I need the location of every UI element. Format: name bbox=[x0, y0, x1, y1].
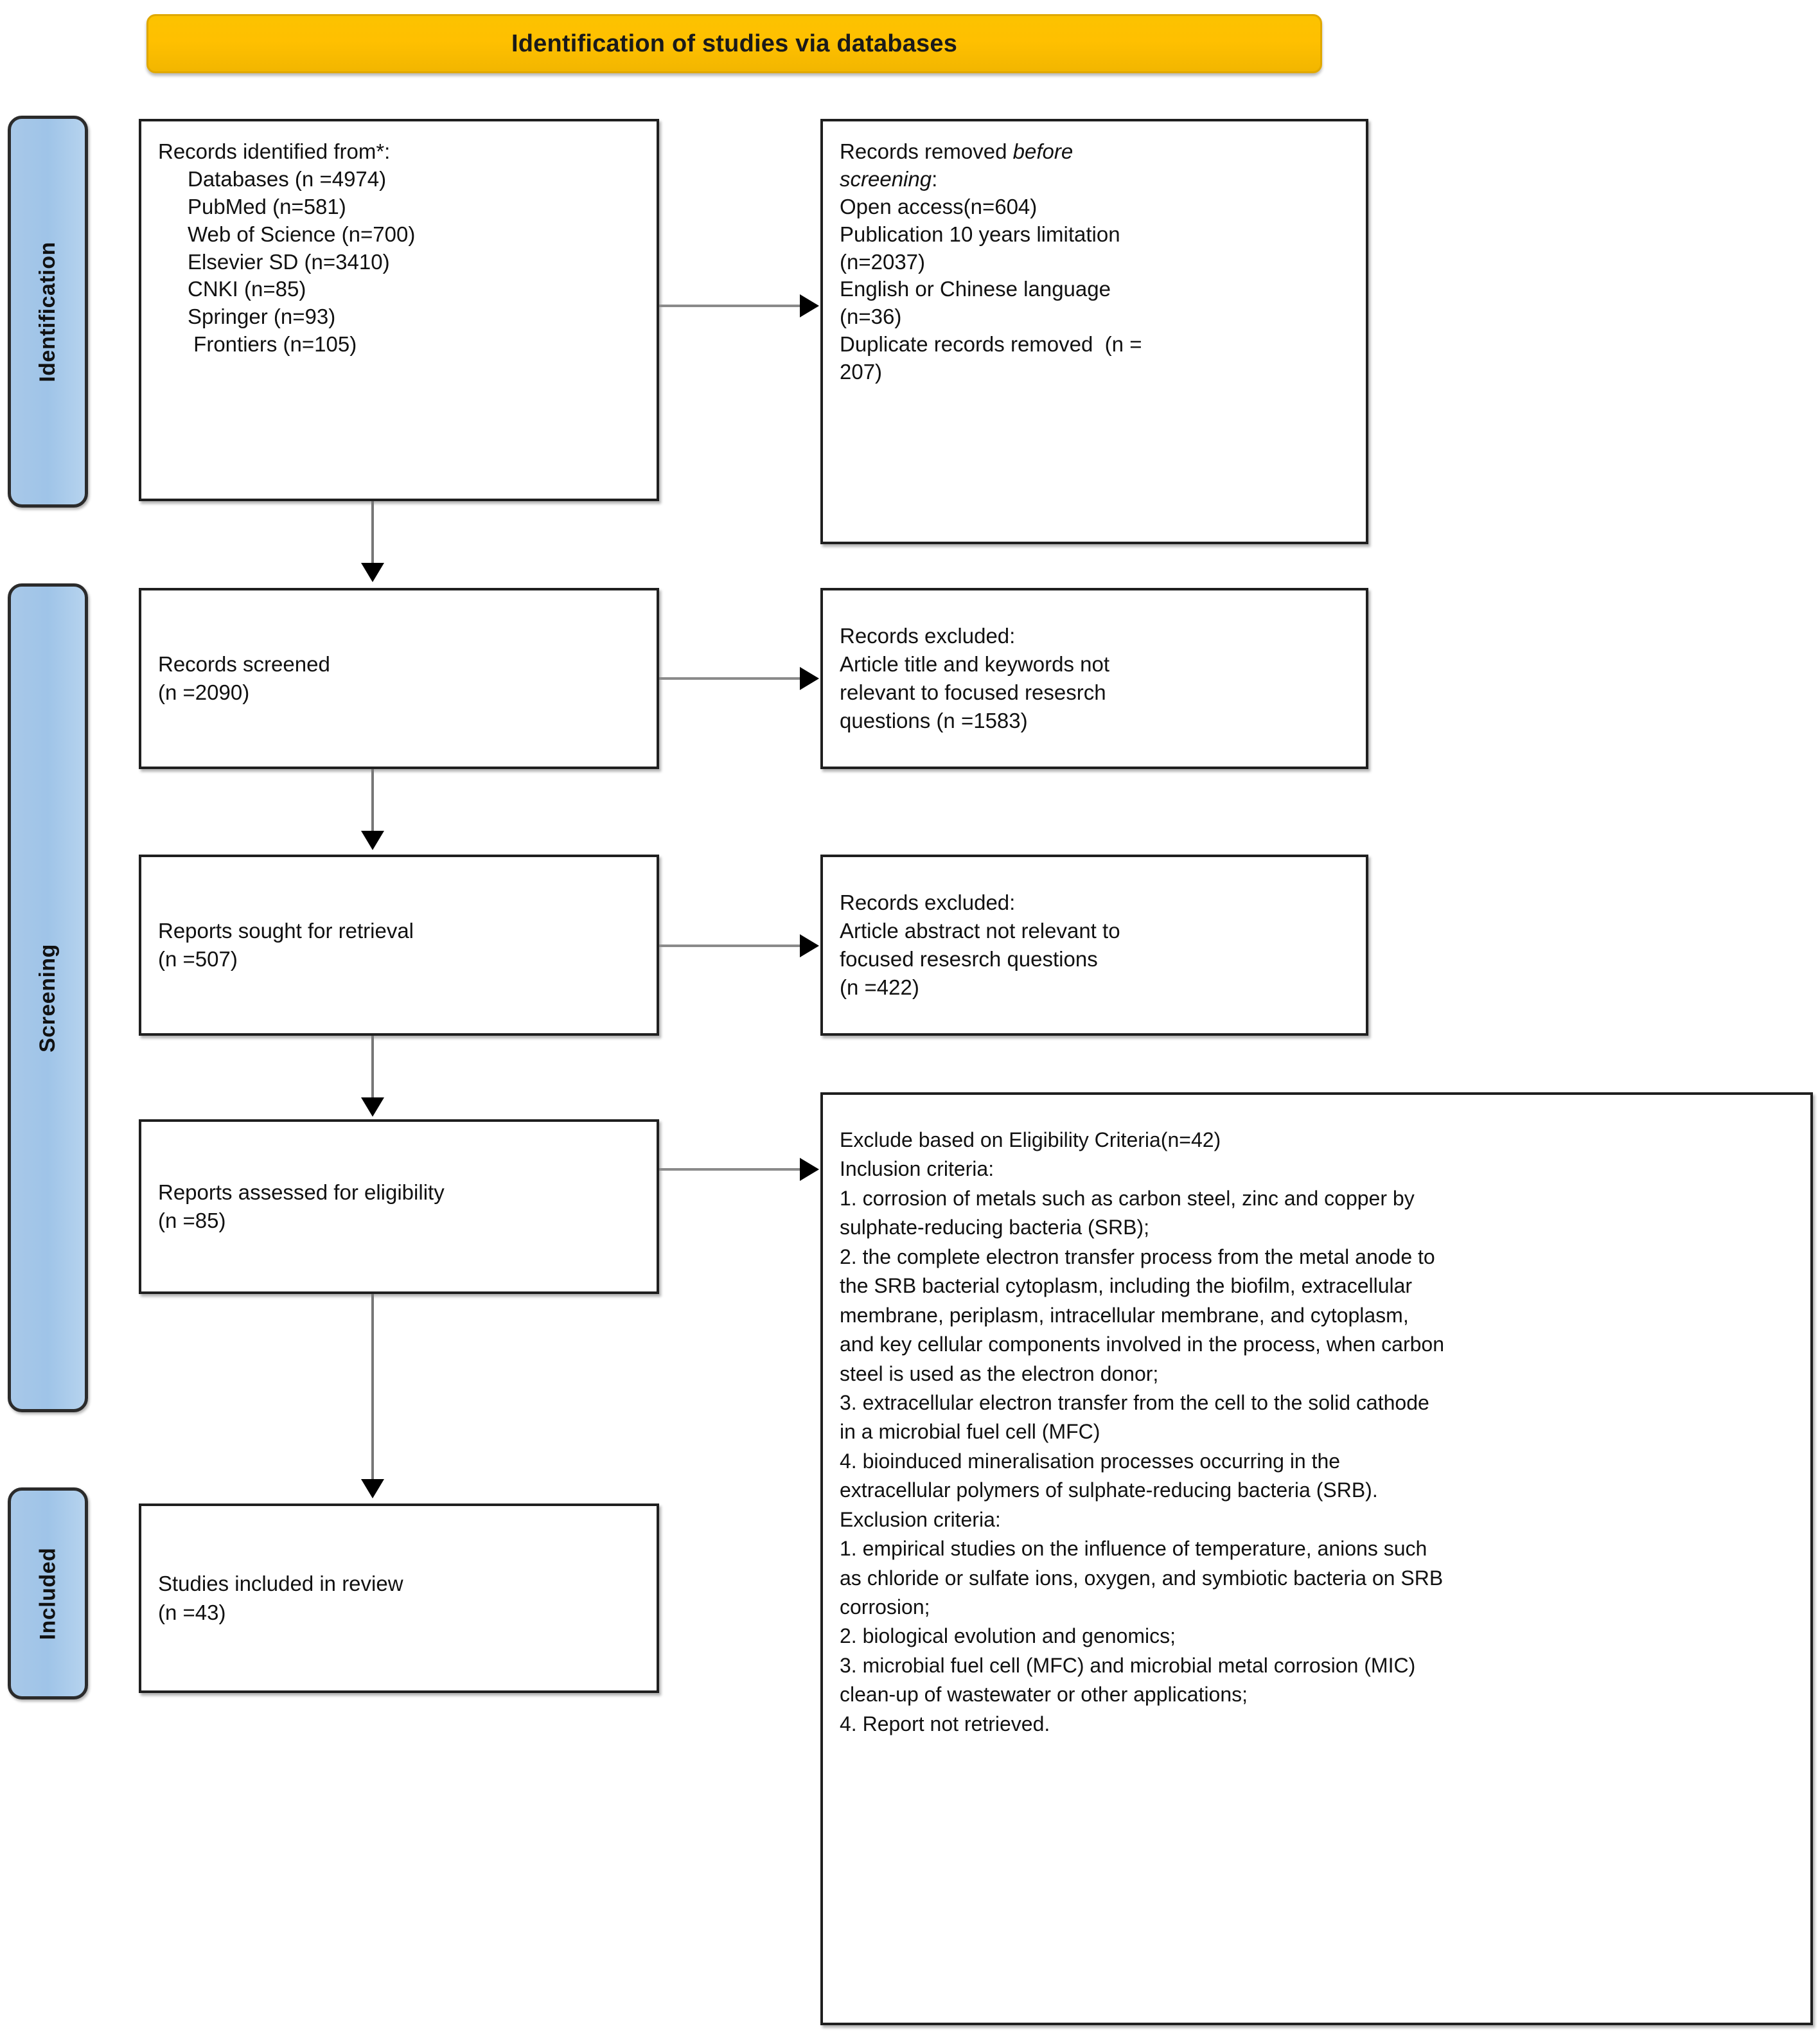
records-removed-item: Publication 10 years limitation bbox=[840, 222, 1120, 246]
connector-screened-to-excluded bbox=[659, 677, 802, 680]
eligibility-line: Inclusion criteria: bbox=[840, 1157, 994, 1181]
box-eligibility-criteria: Exclude based on Eligibility Criteria(n=… bbox=[820, 1092, 1813, 2025]
records-excluded-abstract-line2: Article abstract not relevant to bbox=[840, 918, 1120, 943]
eligibility-line: sulphate-reducing bacteria (SRB); bbox=[840, 1216, 1150, 1239]
connector-sought-to-excluded bbox=[659, 945, 802, 947]
records-excluded-abstract-line4: (n =422) bbox=[840, 975, 919, 1000]
records-removed-item: (n=2037) bbox=[840, 249, 926, 274]
connector-identified-to-removed bbox=[659, 305, 802, 307]
records-excluded-abstract-line3: focused resesrch questions bbox=[840, 947, 1098, 971]
arrowhead-screened-to-sought bbox=[361, 831, 384, 850]
arrowhead-assessed-to-included bbox=[361, 1479, 384, 1498]
records-removed-heading: Records removed before bbox=[840, 138, 1353, 166]
records-excluded-title-line1: Records excluded: bbox=[840, 623, 1016, 648]
eligibility-line: as chloride or sulfate ions, oxygen, and… bbox=[840, 1566, 1444, 1590]
stage-label-identification: Identification bbox=[8, 116, 88, 508]
eligibility-line: and key cellular components involved in … bbox=[840, 1333, 1444, 1356]
reports-sought-line2: (n =507) bbox=[158, 947, 238, 971]
eligibility-line: 1. corrosion of metals such as carbon st… bbox=[840, 1186, 1415, 1210]
stage-label-included-text: Included bbox=[35, 1547, 60, 1640]
eligibility-line: the SRB bacterial cytoplasm, including t… bbox=[840, 1274, 1413, 1298]
records-identified-item: Elsevier SD (n=3410) bbox=[188, 249, 390, 274]
eligibility-line: extracellular polymers of sulphate-reduc… bbox=[840, 1478, 1378, 1502]
arrowhead-sought-to-excluded bbox=[800, 934, 819, 957]
records-removed-heading-colon: : bbox=[932, 166, 938, 191]
eligibility-line: 2. the complete electron transfer proces… bbox=[840, 1245, 1435, 1268]
studies-included-line1: Studies included in review bbox=[158, 1572, 403, 1596]
box-records-excluded-title: Records excluded: Article title and keyw… bbox=[820, 588, 1368, 769]
eligibility-line: Exclude based on Eligibility Criteria(n=… bbox=[840, 1128, 1221, 1151]
arrowhead-sought-to-assessed bbox=[361, 1097, 384, 1117]
box-records-removed: Records removed before screening: Open a… bbox=[820, 119, 1368, 544]
header-banner: Identification of studies via databases bbox=[146, 14, 1322, 73]
eligibility-line: clean-up of wastewater or other applicat… bbox=[840, 1683, 1248, 1707]
records-removed-item: English or Chinese language bbox=[840, 277, 1111, 301]
eligibility-line: 4. Report not retrieved. bbox=[840, 1712, 1050, 1735]
connector-sought-to-assessed bbox=[371, 1036, 374, 1099]
connector-identified-to-screened bbox=[371, 501, 374, 564]
eligibility-line: 3. extracellular electron transfer from … bbox=[840, 1390, 1429, 1414]
records-removed-heading-italic2: screening bbox=[840, 166, 932, 191]
records-screened-line1: Records screened bbox=[158, 652, 330, 676]
arrowhead-screened-to-excluded bbox=[800, 667, 819, 690]
records-identified-item: PubMed (n=581) bbox=[188, 194, 346, 218]
eligibility-line: in a microbial fuel cell (MFC) bbox=[840, 1420, 1100, 1444]
eligibility-line: 1. empirical studies on the influence of… bbox=[840, 1537, 1427, 1561]
records-removed-item: Open access(n=604) bbox=[840, 194, 1038, 218]
records-excluded-title-line2: Article title and keywords not bbox=[840, 652, 1110, 676]
records-excluded-title-line3: relevant to focused resesrch bbox=[840, 680, 1106, 704]
stage-label-identification-text: Identification bbox=[35, 241, 60, 382]
box-reports-assessed: Reports assessed for eligibility (n =85) bbox=[139, 1119, 659, 1294]
records-removed-item: 207) bbox=[840, 360, 883, 384]
eligibility-line: 3. microbial fuel cell (MFC) and microbi… bbox=[840, 1653, 1416, 1677]
records-identified-item: Web of Science (n=700) bbox=[188, 222, 416, 246]
eligibility-line: 4. bioinduced mineralisation processes o… bbox=[840, 1449, 1341, 1473]
reports-assessed-line2: (n =85) bbox=[158, 1209, 226, 1232]
arrowhead-identified-to-removed bbox=[800, 294, 819, 317]
records-identified-item: Frontiers (n=105) bbox=[188, 332, 357, 357]
box-records-screened: Records screened (n =2090) bbox=[139, 588, 659, 769]
eligibility-line: membrane, periplasm, intracellular membr… bbox=[840, 1303, 1409, 1327]
arrowhead-identified-to-screened bbox=[361, 563, 384, 582]
records-screened-line2: (n =2090) bbox=[158, 680, 250, 704]
box-reports-sought: Reports sought for retrieval (n =507) bbox=[139, 855, 659, 1036]
records-identified-item: CNKI (n=85) bbox=[188, 277, 306, 301]
records-excluded-title-line4: questions (n =1583) bbox=[840, 709, 1028, 733]
connector-assessed-to-included bbox=[371, 1294, 374, 1480]
connector-screened-to-sought bbox=[371, 769, 374, 832]
records-removed-heading-cont: screening: bbox=[840, 166, 1353, 193]
eligibility-line: Exclusion criteria: bbox=[840, 1507, 1001, 1531]
eligibility-line: 2. biological evolution and genomics; bbox=[840, 1624, 1176, 1648]
records-removed-heading-italic: before bbox=[1012, 139, 1073, 163]
studies-included-line2: (n =43) bbox=[158, 1600, 226, 1624]
connector-assessed-to-eligibility bbox=[659, 1168, 802, 1171]
records-removed-heading-prefix: Records removed bbox=[840, 139, 1013, 163]
stage-label-screening: Screening bbox=[8, 583, 88, 1412]
stage-label-included: Included bbox=[8, 1487, 88, 1699]
eligibility-line: corrosion; bbox=[840, 1595, 930, 1619]
box-records-excluded-abstract: Records excluded: Article abstract not r… bbox=[820, 855, 1368, 1036]
arrowhead-assessed-to-eligibility bbox=[800, 1158, 819, 1181]
page-title: Identification of studies via databases bbox=[511, 30, 958, 57]
records-removed-item: (n=36) bbox=[840, 305, 902, 329]
records-identified-item: Springer (n=93) bbox=[188, 305, 336, 329]
box-studies-included: Studies included in review (n =43) bbox=[139, 1503, 659, 1693]
reports-sought-line1: Reports sought for retrieval bbox=[158, 918, 414, 943]
box-records-identified: Records identified from*: Databases (n =… bbox=[139, 119, 659, 501]
stage-label-screening-text: Screening bbox=[35, 943, 60, 1052]
eligibility-line: steel is used as the electron donor; bbox=[840, 1361, 1159, 1385]
records-excluded-abstract-line1: Records excluded: bbox=[840, 890, 1016, 914]
records-identified-heading: Records identified from*: bbox=[158, 139, 391, 163]
reports-assessed-line1: Reports assessed for eligibility bbox=[158, 1180, 445, 1204]
records-removed-item: Duplicate records removed (n = bbox=[840, 332, 1142, 357]
records-identified-item: Databases (n =4974) bbox=[188, 166, 387, 191]
